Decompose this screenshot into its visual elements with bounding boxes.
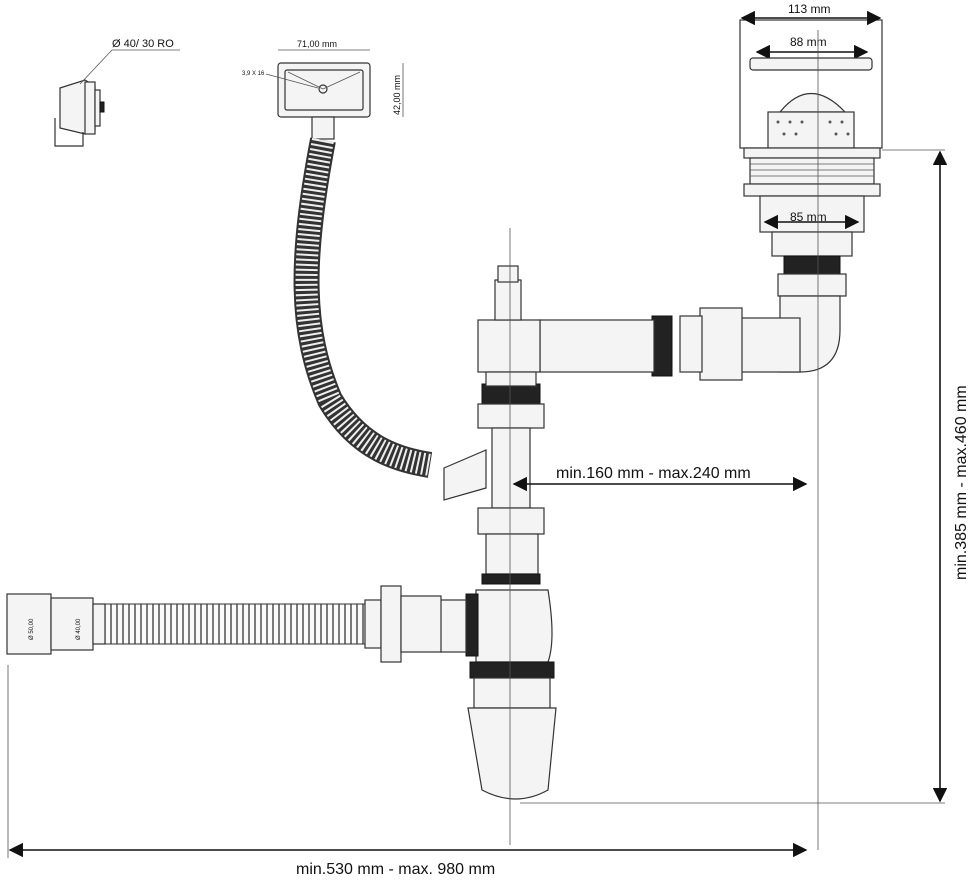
offset-dimension: min.160 mm - max.240 mm — [512, 463, 808, 492]
hose-d40-label: Ø 40,00 — [76, 618, 82, 640]
plate-height-label: 42,00 mm — [392, 75, 402, 115]
horizontal-drain-pipe — [477, 265, 841, 405]
height-dimension: min.385 mm - max.460 mm — [932, 150, 970, 803]
hose-d50-label: Ø 50,00 — [29, 618, 35, 640]
strainer-outer-label: 113 mm — [788, 2, 830, 16]
overflow-side-view: Ø 40/ 30 RO — [54, 38, 180, 147]
height-dimension-label: min.385 mm - max.460 mm — [953, 385, 970, 580]
overflow-plate: 71,00 mm 3,9 X 16 42,00 mm — [242, 39, 404, 140]
bottle-trap — [439, 403, 557, 800]
screw-label: 3,9 X 16 — [242, 71, 265, 77]
flexible-outlet-hose: Ø 50,00 Ø 40,00 — [6, 585, 442, 663]
offset-dimension-label: min.160 mm - max.240 mm — [556, 465, 751, 482]
length-dimension-label: min.530 mm - max. 980 mm — [296, 861, 495, 878]
strainer-bottom-label: 85 mm — [790, 210, 827, 224]
strainer-inner-label: 88 mm — [790, 35, 827, 49]
overflow-size-label: Ø 40/ 30 RO — [112, 38, 174, 50]
overflow-hose — [293, 137, 433, 478]
basket-strainer: 113 mm 88 mm 85 mm — [739, 2, 883, 297]
length-dimension: min.530 mm - max. 980 mm — [8, 842, 808, 878]
plate-width-label: 71,00 mm — [297, 39, 337, 49]
